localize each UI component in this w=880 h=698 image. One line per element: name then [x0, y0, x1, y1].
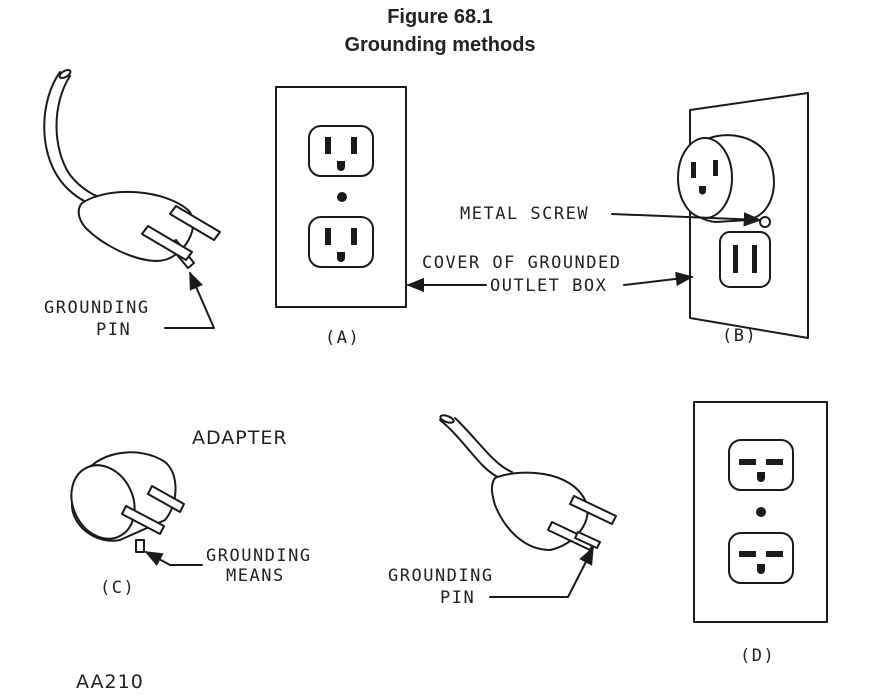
label-panel-b: (B): [722, 326, 758, 346]
outlet-d-icon: [693, 401, 828, 623]
label-metal-screw: METAL SCREW: [460, 204, 590, 224]
label-panel-a: (A): [325, 328, 361, 348]
label-cover-line1: COVER OF GROUNDED: [422, 253, 622, 273]
figure-subtitle: Grounding methods: [344, 34, 536, 56]
label-grounding-means-line2: MEANS: [226, 566, 285, 586]
plug-a-icon: [43, 69, 221, 329]
label-cover-line2: OUTLET BOX: [490, 276, 608, 296]
outlet-a-icon: [275, 86, 407, 308]
label-grounding-pin-d-line2: PIN: [440, 588, 476, 608]
label-adapter: ADAPTER: [192, 427, 288, 449]
label-panel-d: (D): [740, 646, 776, 666]
label-grounding-pin-d-line1: GROUNDING: [388, 566, 494, 586]
figure-title: Figure 68.1: [387, 6, 493, 28]
label-code: AA210: [76, 671, 144, 693]
outlet-b-icon: [406, 92, 809, 339]
adapter-c-icon: [70, 451, 203, 567]
label-grounding-means-line1: GROUNDING: [206, 546, 312, 566]
label-grounding-pin-a-line1: GROUNDING: [44, 298, 150, 318]
plug-d-icon: [439, 414, 617, 598]
label-grounding-pin-a-line2: PIN: [96, 320, 132, 340]
label-panel-c: (C): [100, 578, 136, 598]
